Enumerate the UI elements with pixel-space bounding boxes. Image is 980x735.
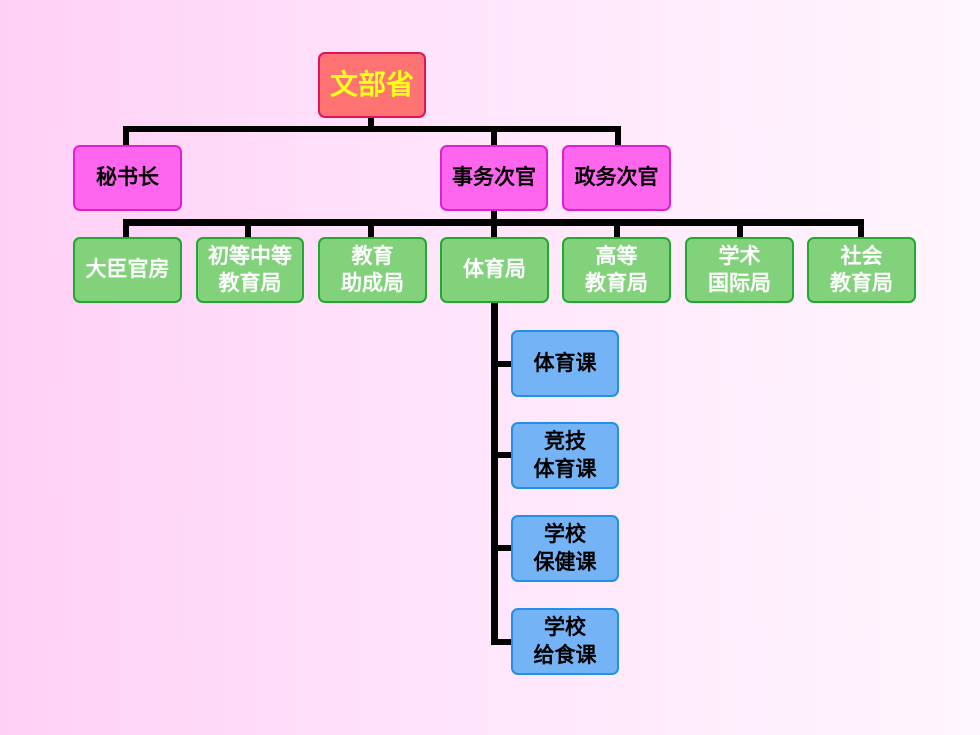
node-label-line-2: 教育局 bbox=[830, 271, 893, 295]
node-label: 体育课 bbox=[533, 350, 597, 375]
connector-level1-bar bbox=[123, 126, 621, 132]
node-label-line-2: 给食课 bbox=[533, 642, 597, 667]
connector-section-tick-2 bbox=[491, 452, 513, 458]
node-label: 体育局 bbox=[463, 257, 526, 282]
connector-root-down bbox=[368, 116, 374, 132]
node-label: 政务次官 bbox=[574, 165, 659, 190]
connector-sports-spine bbox=[491, 301, 498, 645]
connector-admin-vice-drop bbox=[491, 126, 497, 146]
node-academic-intl-bureau: 学术 国际局 bbox=[685, 237, 794, 303]
node-minister-secretariat: 大臣官房 bbox=[73, 237, 182, 303]
node-label-line-1: 教育 bbox=[351, 243, 394, 268]
node-admin-vice-minister: 事务次官 bbox=[440, 145, 548, 211]
connector-bureau-drop-3 bbox=[368, 219, 374, 239]
connector-bureau-drop-6 bbox=[737, 219, 743, 239]
node-sports-bureau: 体育局 bbox=[440, 237, 549, 303]
connector-bureau-drop-2 bbox=[245, 219, 251, 239]
node-label-line-1: 高等 bbox=[595, 243, 638, 268]
connector-political-vice-drop bbox=[615, 126, 621, 146]
node-label-line-2: 教育局 bbox=[585, 271, 648, 295]
node-secretary: 秘书长 bbox=[73, 145, 182, 211]
connector-section-tick-3 bbox=[491, 545, 513, 551]
node-pe-section: 体育课 bbox=[511, 330, 619, 397]
connector-bureau-drop-7 bbox=[858, 219, 864, 239]
node-label-line-2: 国际局 bbox=[708, 271, 771, 295]
connector-secretary-drop bbox=[123, 126, 129, 146]
node-ministry-label: 文部省 bbox=[329, 67, 414, 101]
connector-admin-vice-down bbox=[491, 208, 497, 224]
node-label-line-1: 学术 bbox=[718, 243, 761, 268]
node-label-line-1: 学校 bbox=[544, 615, 586, 640]
node-school-lunch-section: 学校 给食课 bbox=[511, 608, 619, 675]
node-education-aid-bureau: 教育 助成局 bbox=[318, 237, 427, 303]
connector-section-tick-4 bbox=[491, 639, 513, 645]
node-label-line-1: 竞技 bbox=[544, 429, 586, 454]
node-label-line-1: 社会 bbox=[840, 243, 883, 268]
node-political-vice-minister: 政务次官 bbox=[562, 145, 671, 211]
node-higher-education-bureau: 高等 教育局 bbox=[562, 237, 671, 303]
node-label-line-2: 体育课 bbox=[533, 456, 597, 481]
node-label-line-2: 保健课 bbox=[533, 549, 597, 574]
node-ministry: 文部省 bbox=[318, 52, 426, 118]
connector-bureau-drop-1 bbox=[123, 219, 129, 239]
node-label-line-1: 初等中等 bbox=[208, 243, 292, 268]
node-primary-secondary-bureau: 初等中等 教育局 bbox=[196, 237, 304, 303]
connector-bureau-drop-5 bbox=[614, 219, 620, 239]
node-label-line-1: 学校 bbox=[544, 522, 586, 547]
connector-section-tick-1 bbox=[491, 361, 513, 367]
node-social-education-bureau: 社会 教育局 bbox=[807, 237, 916, 303]
node-label: 秘书长 bbox=[96, 165, 159, 190]
node-label-line-2: 教育局 bbox=[218, 271, 282, 295]
node-school-health-section: 学校 保健课 bbox=[511, 515, 619, 582]
node-competitive-sports-section: 竞技 体育课 bbox=[511, 422, 619, 489]
node-label: 事务次官 bbox=[452, 165, 536, 190]
node-label: 大臣官房 bbox=[85, 257, 170, 282]
connector-bureau-drop-4 bbox=[491, 219, 497, 239]
node-label-line-2: 助成局 bbox=[341, 271, 404, 295]
